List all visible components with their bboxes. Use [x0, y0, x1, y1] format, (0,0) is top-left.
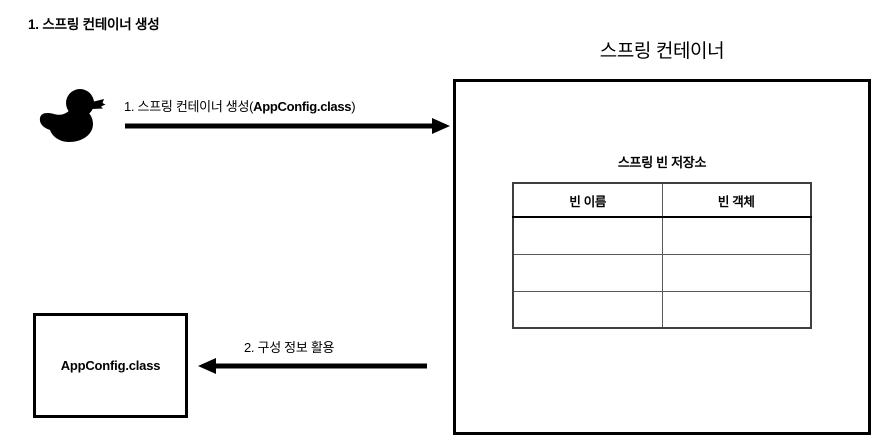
page-title: 1. 스프링 컨테이너 생성	[28, 17, 160, 32]
appconfig-box: AppConfig.class	[33, 313, 188, 418]
cell-bean-name	[512, 253, 663, 292]
column-header-bean-name: 빈 이름	[512, 182, 663, 218]
arrow-use	[198, 358, 428, 374]
arrow-label-create-bold: AppConfig.class	[253, 99, 352, 114]
arrow-label-create: 1. 스프링 컨테이너 생성(AppConfig.class)	[124, 96, 356, 115]
table-row	[512, 290, 812, 329]
table-header-row: 빈 이름 빈 객체	[512, 182, 812, 218]
bean-store-title: 스프링 빈 저장소	[617, 155, 707, 170]
arrow-label-create-prefix: 1. 스프링 컨테이너 생성(	[124, 99, 254, 114]
arrow-create	[124, 118, 450, 134]
bean-store-table: 빈 이름 빈 객체	[512, 182, 812, 329]
table-row	[512, 216, 812, 255]
cell-bean-object	[661, 290, 812, 329]
arrow-label-use: 2. 구성 정보 활용	[244, 340, 335, 355]
spring-container-title: 스프링 컨테이너	[599, 41, 725, 62]
rubber-duck-icon	[36, 86, 106, 146]
table-row	[512, 253, 812, 292]
column-header-bean-object: 빈 객체	[661, 182, 812, 218]
appconfig-label: AppConfig.class	[60, 358, 161, 373]
arrow-label-create-suffix: )	[351, 99, 356, 114]
cell-bean-name	[512, 216, 663, 255]
cell-bean-name	[512, 290, 663, 329]
cell-bean-object	[661, 216, 812, 255]
cell-bean-object	[661, 253, 812, 292]
